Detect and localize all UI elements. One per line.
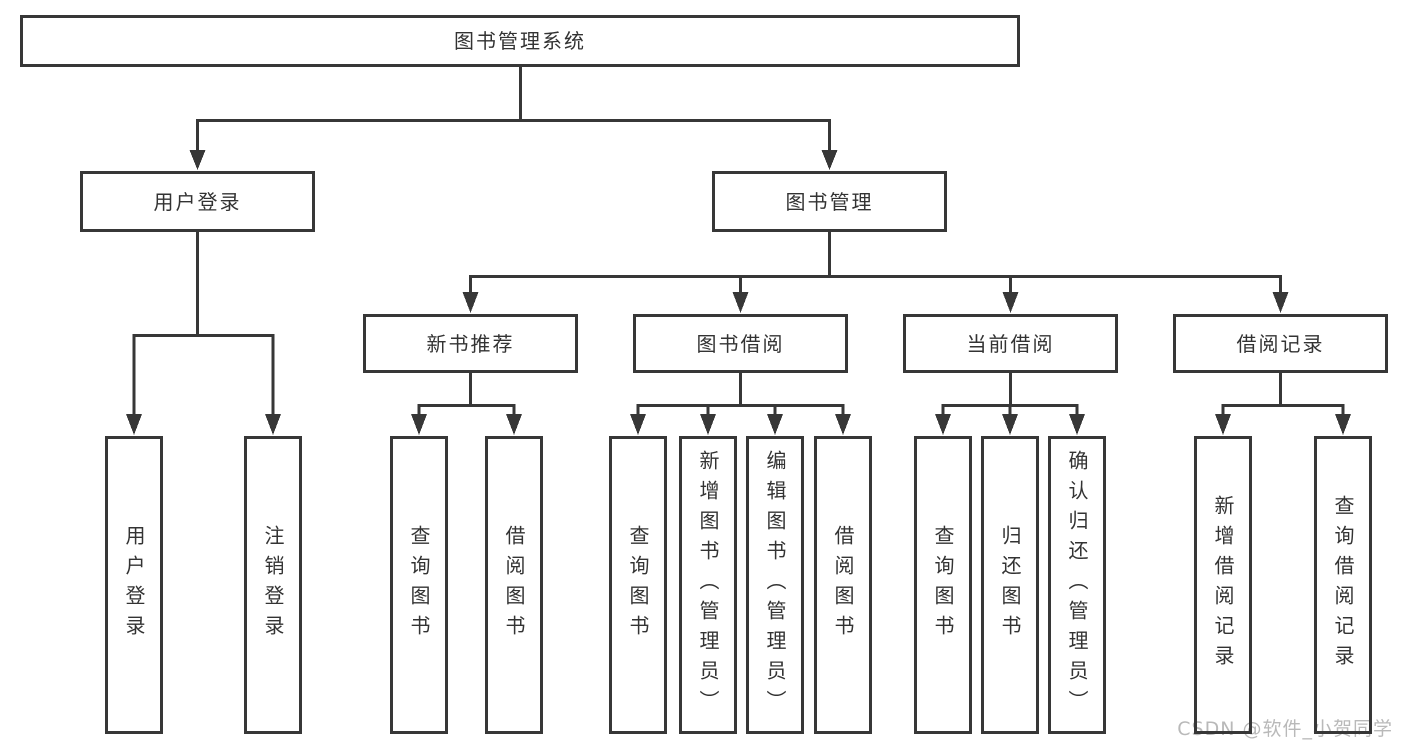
connector-current-borrowing-to-leaves <box>941 373 1079 416</box>
node-user-login: 用户登录 <box>80 171 315 232</box>
connector-root-to-level1 <box>196 67 831 152</box>
leaf-query-books-recommend: 查询图书 <box>390 436 448 734</box>
leaf-borrow-books-recommend: 借阅图书 <box>485 436 543 734</box>
leaf-add-borrow-record: 新增借阅记录 <box>1194 436 1252 734</box>
node-system-root: 图书管理系统 <box>20 15 1020 67</box>
leaf-add-book-admin: 新增图书（管理员） <box>679 436 737 734</box>
node-borrowing-records: 借阅记录 <box>1173 314 1388 373</box>
leaf-edit-book-admin: 编辑图书（管理员） <box>746 436 804 734</box>
leaf-query-books-borrowing: 查询图书 <box>609 436 667 734</box>
connector-user-login-to-leaves <box>132 232 275 416</box>
leaf-logout: 注销登录 <box>244 436 302 734</box>
leaf-user-login: 用户登录 <box>105 436 163 734</box>
leaf-borrow-books-borrowing: 借阅图书 <box>814 436 872 734</box>
leaf-confirm-return-admin: 确认归还（管理员） <box>1048 436 1106 734</box>
leaf-return-books: 归还图书 <box>981 436 1039 734</box>
leaf-query-borrow-record: 查询借阅记录 <box>1314 436 1372 734</box>
csdn-watermark: CSDN @软件_小贺同学 <box>1177 718 1393 740</box>
node-new-book-recommendation: 新书推荐 <box>363 314 578 373</box>
connector-book-borrowing-to-leaves <box>636 373 845 416</box>
node-current-borrowing: 当前借阅 <box>903 314 1118 373</box>
node-book-management: 图书管理 <box>712 171 947 232</box>
connector-new-book-to-leaves <box>417 373 516 416</box>
connector-borrow-records-to-leaves <box>1221 373 1345 416</box>
node-book-borrowing: 图书借阅 <box>633 314 848 373</box>
connector-book-mgmt-to-level2 <box>469 232 1282 294</box>
leaf-query-books-current: 查询图书 <box>914 436 972 734</box>
